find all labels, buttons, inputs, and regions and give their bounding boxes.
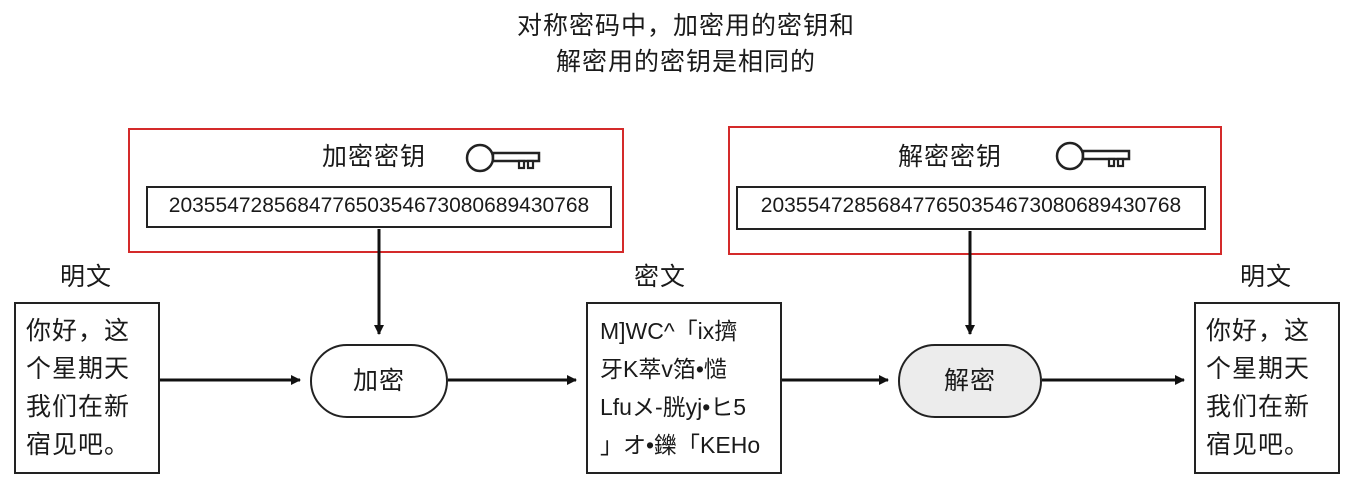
encrypt-process-node: 加密 (310, 344, 448, 418)
encryption-key-highlight (128, 128, 624, 253)
encryption-key-label: 加密密钥 (322, 142, 427, 171)
ciphertext-line: M]WC^「ix擠 (600, 318, 738, 344)
encryption-key-value: 203554728568477650354673080689430768 (146, 186, 612, 228)
decryption-key-highlight (728, 126, 1222, 255)
diagram-title-line-1: 对称密码中，加密用的密钥和 (516, 11, 855, 40)
ciphertext-line: 」オ•鑠「KEHo (600, 432, 761, 458)
plaintext-output-box: 你好，这 个星期天 我们在新 宿见吧。 (1194, 302, 1340, 474)
plaintext-input-line: 宿见吧。 (26, 430, 131, 459)
plaintext-output-line: 我们在新 (1206, 392, 1311, 421)
plaintext-input-box: 你好，这 个星期天 我们在新 宿见吧。 (14, 302, 160, 474)
ciphertext-box: M]WC^「ix擠 牙K萃v箔•慥 Lfuメ-胱yj•ヒ5 」オ•鑠「KEHo (586, 302, 782, 474)
key-icon (1055, 141, 1131, 171)
ciphertext-line: Lfuメ-胱yj•ヒ5 (600, 394, 747, 420)
key-icon (465, 143, 541, 173)
ciphertext-label: 密文 (634, 262, 687, 291)
plaintext-output-line: 宿见吧。 (1206, 430, 1311, 459)
decryption-key-label: 解密密钥 (898, 142, 1003, 171)
plaintext-input-line: 个星期天 (26, 354, 131, 383)
ciphertext-line: 牙K萃v箔•慥 (600, 356, 727, 382)
plaintext-input-label: 明文 (60, 262, 113, 291)
diagram-title-line-2: 解密用的密钥是相同的 (555, 47, 816, 76)
plaintext-output-line: 你好，这 (1206, 316, 1311, 345)
plaintext-output-line: 个星期天 (1206, 354, 1311, 383)
decrypt-process-node: 解密 (898, 344, 1042, 418)
plaintext-input-line: 你好，这 (26, 316, 131, 345)
plaintext-input-line: 我们在新 (26, 392, 131, 421)
decryption-key-value: 203554728568477650354673080689430768 (736, 186, 1206, 230)
plaintext-output-label: 明文 (1240, 262, 1293, 291)
